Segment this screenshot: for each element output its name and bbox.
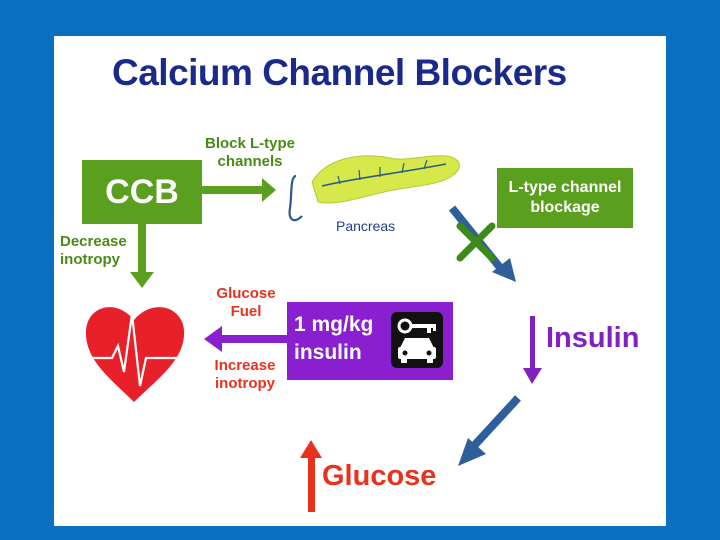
glucose-fuel-label: Glucose Fuel — [206, 285, 286, 321]
block-label-line-1: Block L-type — [204, 135, 295, 152]
block-ltype-label: Block L-type channels — [195, 135, 305, 171]
ltype-label-line-1: L-type channel — [508, 179, 622, 196]
car-key-icon — [391, 312, 443, 368]
decrease-label-line-1: Decrease — [60, 233, 127, 250]
increase-line-2: inotropy — [215, 375, 275, 392]
diagram-title: Calcium Channel Blockers — [112, 52, 567, 93]
insulin-label: Insulin — [546, 322, 640, 354]
dose-line-2: insulin — [294, 341, 362, 364]
x-mark-icon — [456, 222, 496, 262]
heart-ekg-icon — [85, 307, 185, 402]
arrow-ccb-to-heart — [130, 224, 154, 288]
dose-line-1: 1 mg/kg — [294, 313, 374, 336]
glucose-fuel-line-1: Glucose — [216, 285, 276, 302]
insulin-down-arrow — [523, 316, 542, 384]
arrow-insulin-to-heart — [204, 326, 288, 352]
pancreas-icon — [288, 155, 460, 222]
glucose-up-arrow — [300, 440, 322, 512]
block-label-line-2: channels — [217, 153, 283, 170]
ltype-label-line-2: blockage — [530, 199, 600, 216]
arrow-insulin-to-glucose — [458, 395, 521, 466]
decrease-label-line-2: inotropy — [60, 251, 120, 268]
pancreas-label: Pancreas — [336, 218, 396, 234]
increase-line-1: Increase — [214, 357, 276, 374]
insulin-dose-box: 1 mg/kg insulin — [287, 302, 453, 380]
dose-text: 1 mg/kg insulin — [294, 311, 373, 367]
diagram-graphics — [85, 155, 542, 512]
ltype-blockage-box: L-type channel blockage — [497, 168, 633, 228]
increase-inotropy-label: Increase inotropy — [204, 357, 286, 393]
slide-canvas: Calcium Channel Blockers — [54, 36, 666, 526]
ccb-box: CCB — [82, 160, 202, 224]
decrease-inotropy-label: Decrease inotropy — [60, 233, 127, 269]
glucose-label: Glucose — [322, 460, 437, 492]
arrow-ccb-to-pancreas — [202, 178, 276, 202]
glucose-fuel-line-2: Fuel — [230, 303, 262, 320]
